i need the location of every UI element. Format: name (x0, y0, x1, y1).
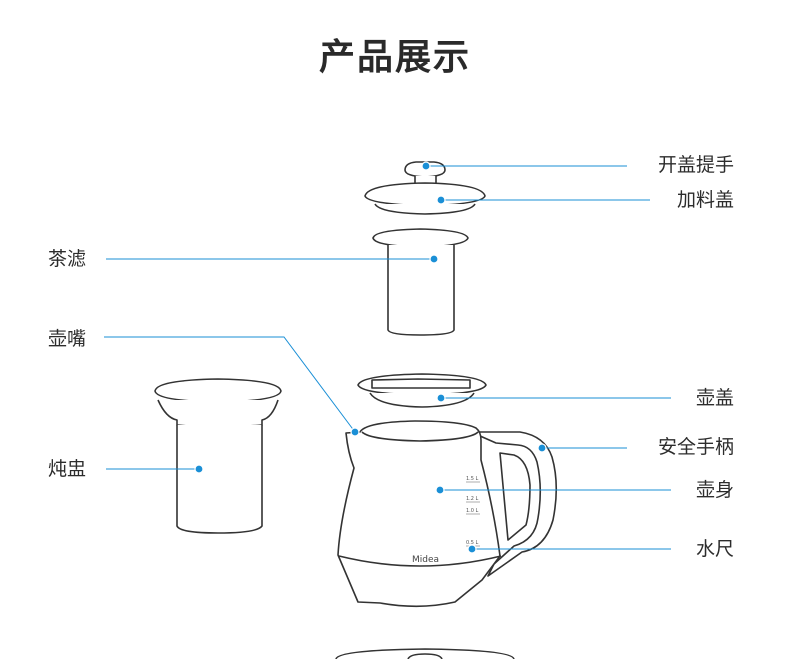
callout-dot-kettle-lid (436, 393, 446, 403)
page-title: 产品展示 (318, 37, 471, 78)
callout-dot-stew-cup (194, 464, 204, 474)
label-tea-filter: 茶滤 (48, 248, 87, 270)
gauge-mark-1-2: 1.2 L (466, 496, 479, 502)
callout-dot-safety-handle (537, 443, 547, 453)
label-stew-cup: 炖盅 (48, 458, 87, 480)
callout-line-spout (104, 336, 356, 433)
callout-dot-filler-lid (436, 195, 446, 205)
label-safety-handle: 安全手柄 (657, 436, 734, 458)
label-filler-lid: 加料盖 (676, 189, 734, 211)
stew-cup-part (154, 378, 282, 534)
gauge-mark-1-5: 1.5 L (466, 476, 479, 482)
label-water-gauge: 水尺 (695, 538, 734, 560)
kettle-lid-part (357, 373, 487, 408)
base-part (335, 648, 515, 659)
callout-dot-lid-handle (421, 161, 431, 171)
label-kettle-lid: 壶盖 (695, 387, 734, 409)
gauge-mark-1-0: 1.0 L (466, 508, 479, 514)
callout-dot-tea-filter (429, 254, 439, 264)
tea-filter-part (372, 228, 469, 336)
label-kettle-body: 壶身 (695, 479, 734, 501)
callout-dot-kettle-body (435, 485, 445, 495)
label-spout: 壶嘴 (48, 328, 87, 350)
brand-logo: Midea (412, 555, 439, 565)
callout-dot-water-gauge (467, 544, 477, 554)
callout-dot-spout (350, 427, 360, 437)
label-lid-handle: 开盖提手 (657, 154, 734, 176)
kettle-body-part (337, 420, 558, 608)
gauge-mark-0-5: 0.5 L (466, 540, 479, 546)
